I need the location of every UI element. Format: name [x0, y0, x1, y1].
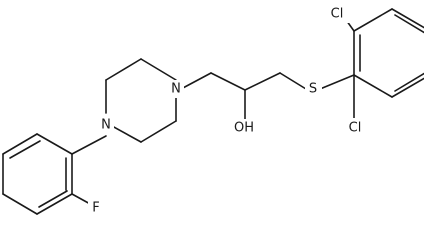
bond: [140, 120, 177, 143]
bond: [38, 190, 68, 208]
bond: [180, 72, 212, 90]
bond: [279, 72, 307, 90]
hydroxyl-label: OH: [234, 121, 254, 136]
bond: [2, 193, 38, 215]
bond: [105, 58, 142, 81]
nitrogen-label-right: N: [171, 82, 181, 97]
bond: [9, 140, 41, 159]
bond: [36, 133, 73, 155]
bond: [2, 133, 38, 155]
bond: [394, 14, 424, 34]
bond: [244, 72, 281, 91]
bond: [210, 72, 246, 91]
bond: [391, 8, 424, 29]
bond-lines: [2, 8, 424, 215]
nitrogen-label-left: N: [101, 118, 111, 133]
bond: [353, 8, 393, 32]
atom-labels: Cl Cl S OH N N F: [88, 5, 368, 217]
chemical-structure: Cl Cl S OH N N F: [2, 5, 424, 217]
bond: [391, 77, 424, 98]
bond: [394, 72, 424, 92]
chlorine-label-bottom: Cl: [349, 121, 362, 136]
bond: [140, 58, 177, 81]
bond: [36, 193, 73, 215]
bond: [319, 74, 355, 90]
bond: [71, 135, 107, 155]
bond: [111, 125, 142, 143]
sulfur-label: S: [309, 82, 317, 97]
bond: [353, 74, 393, 98]
fluorine-label: F: [92, 201, 99, 216]
chlorine-label-top: Cl: [331, 7, 344, 22]
